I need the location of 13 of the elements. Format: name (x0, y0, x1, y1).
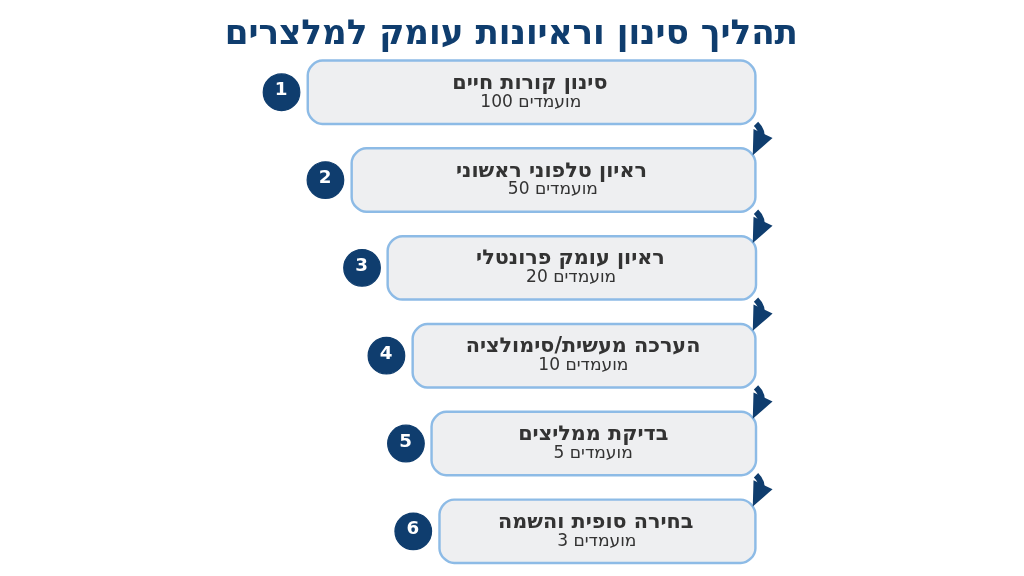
node-box: הערכה מעשית/סימולציה 10 מועמדים (410, 322, 757, 389)
node-circle: 5 (386, 424, 425, 463)
node-circle: 6 (393, 512, 432, 551)
node-box: בחירה סופית והשמה 3 מועמדים (437, 498, 757, 565)
node-circle: 4 (367, 336, 405, 375)
node-box: ראיון טלפוני ראשוני 50 מועמדים (349, 147, 757, 213)
node-circle: 3 (342, 248, 381, 287)
node-circle: 2 (306, 161, 344, 199)
diagram-title: תהליך סינון וראיונות עומק למלצרים (224, 11, 798, 52)
node-box: ראיון עומק פרונטלי 20 מועמדים (385, 234, 757, 301)
node-box: סינון קורות חיים 100 מועמדים (306, 59, 757, 126)
node-circle: 1 (262, 73, 300, 112)
node-box: בדיקת ממליצים 5 מועמדים (429, 410, 757, 477)
